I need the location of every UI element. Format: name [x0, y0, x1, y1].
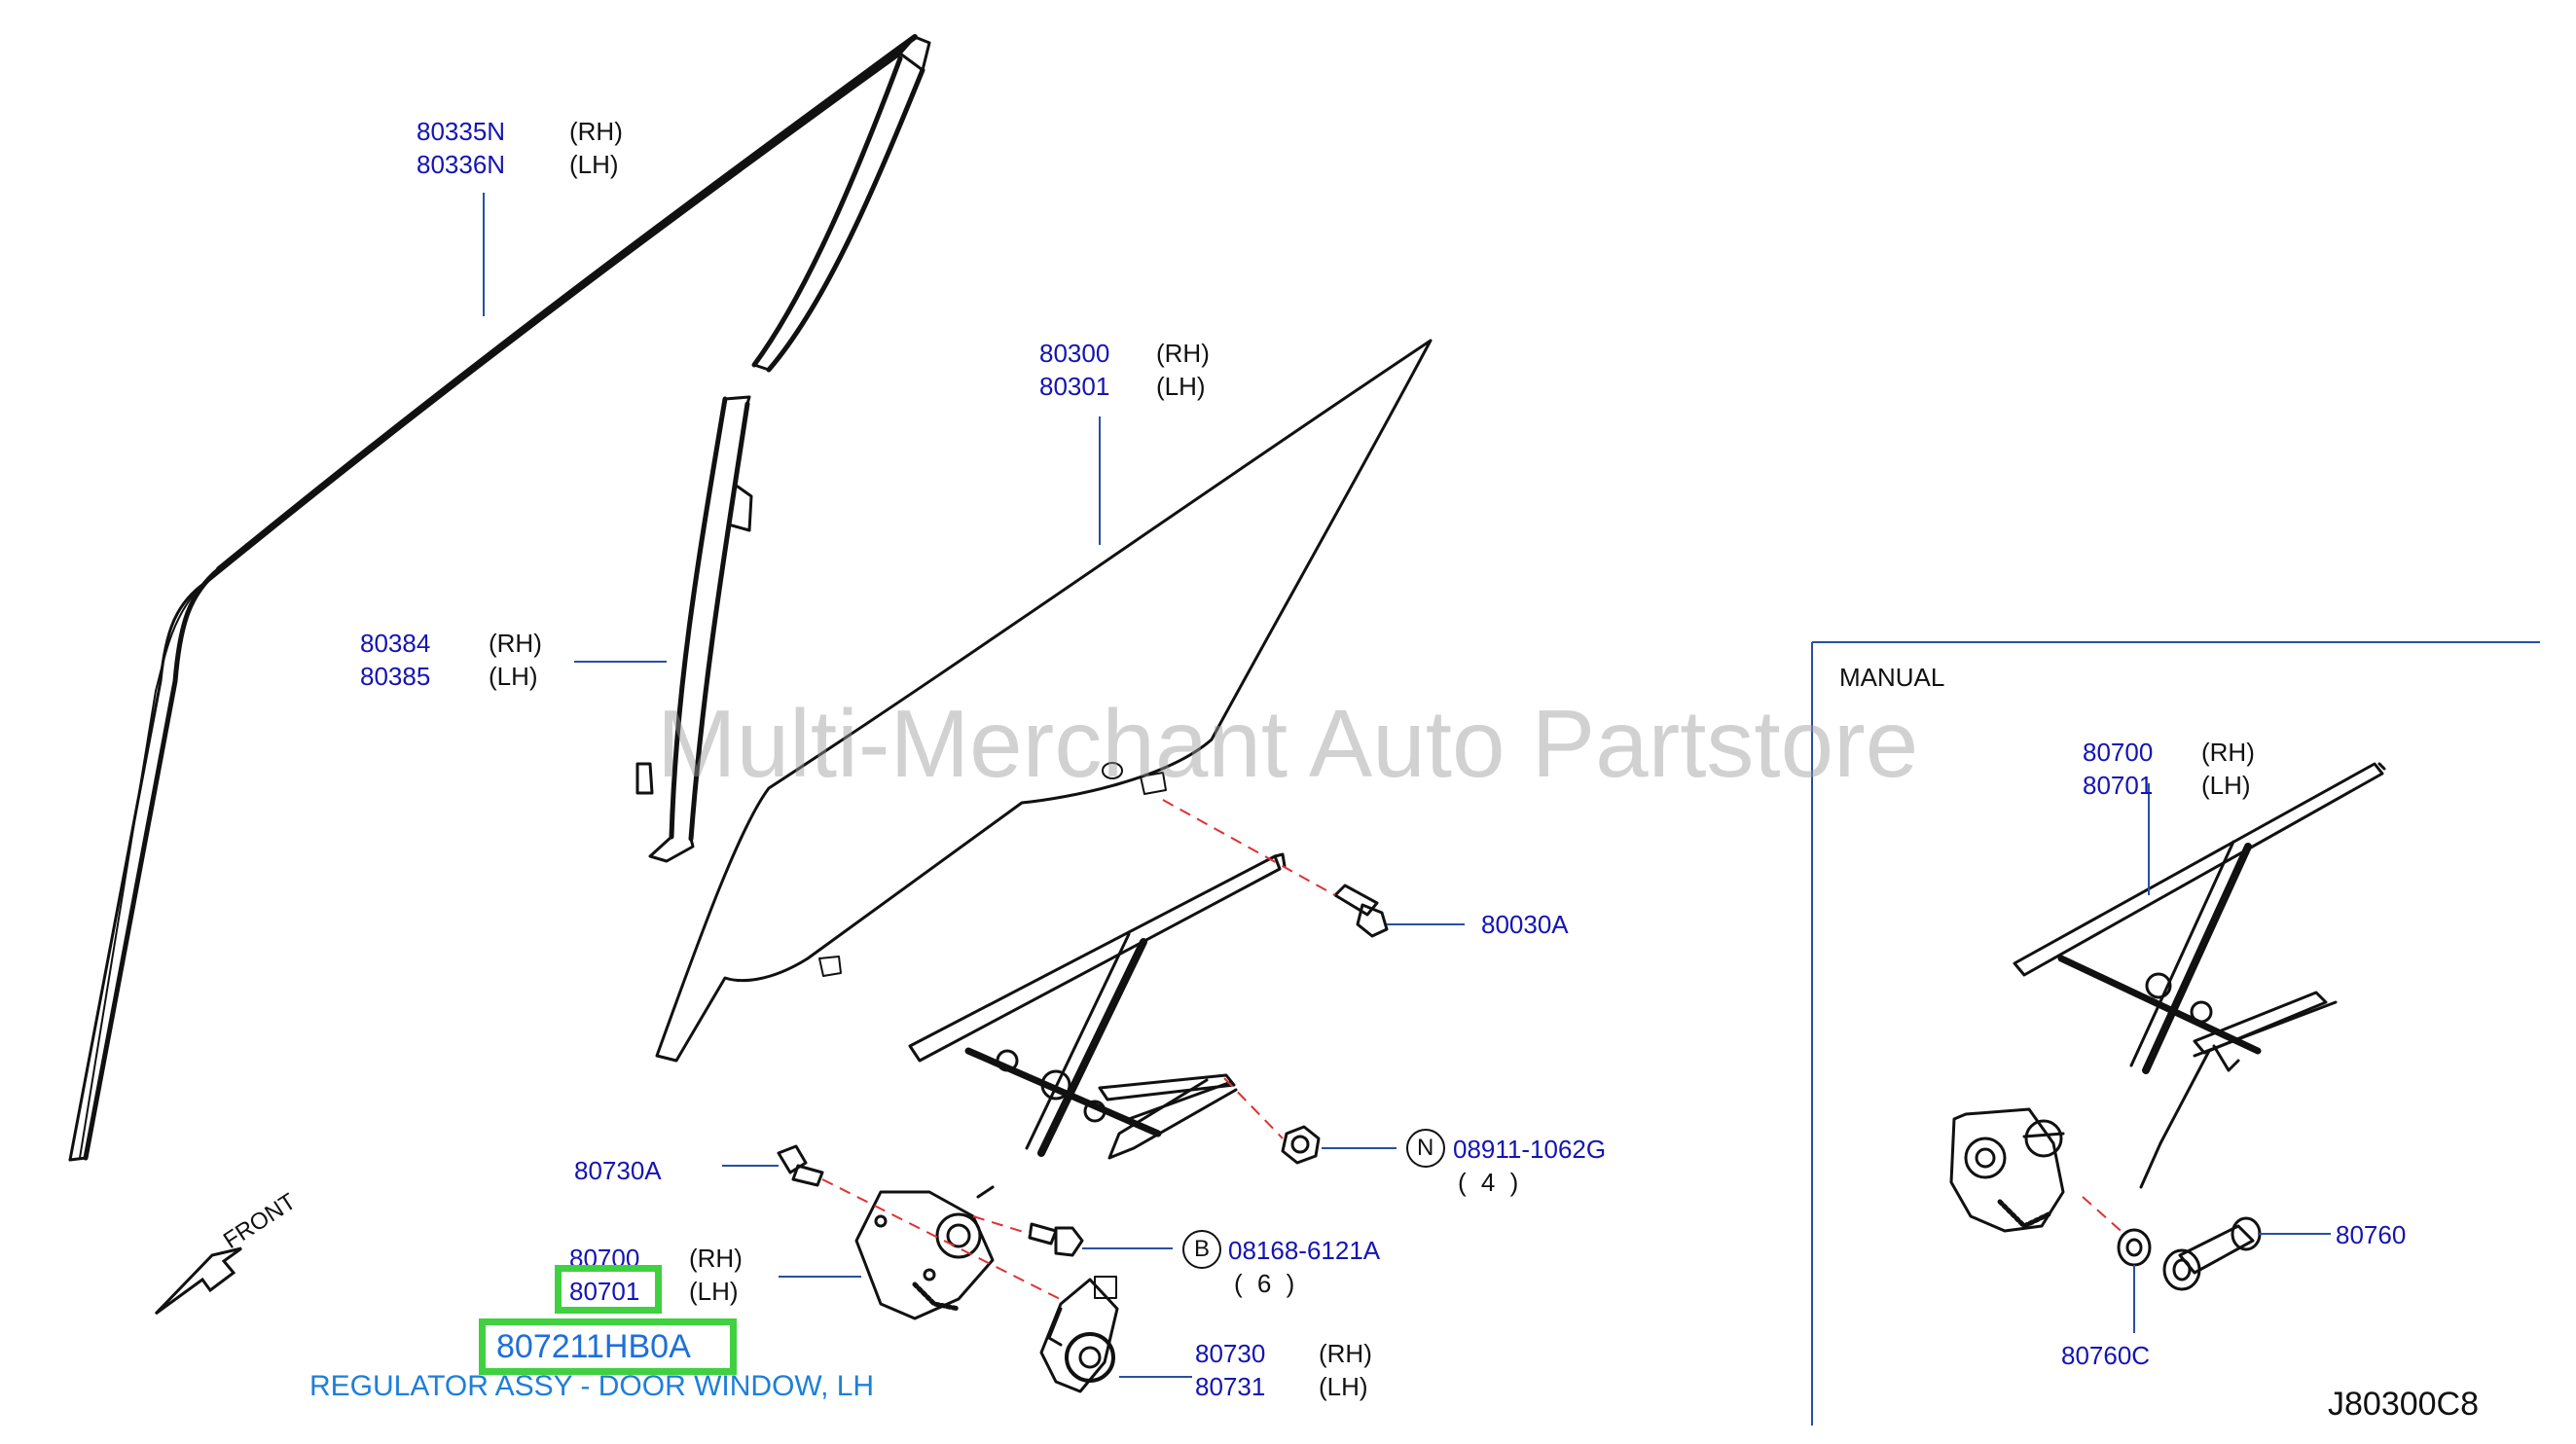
side-lh: (LH) [2201, 771, 2251, 800]
part-80384[interactable]: 80384 [360, 629, 431, 658]
highlight-box-80701 [555, 1265, 662, 1314]
qty-6: ( 6 ) [1234, 1269, 1299, 1298]
window-handle [2162, 1216, 2262, 1291]
manual-frame [1811, 641, 2540, 1426]
glass-run-channel [635, 395, 753, 863]
part-80336N[interactable]: 80336N [417, 150, 506, 179]
badge-n-circle [1406, 1129, 1445, 1168]
door-sash-moulding [68, 34, 931, 1162]
part-80730[interactable]: 80730 [1195, 1339, 1266, 1368]
side-lh: (LH) [569, 150, 619, 179]
part-80730A[interactable]: 80730A [574, 1156, 662, 1185]
part-80030A[interactable]: 80030A [1481, 910, 1569, 939]
part-80731[interactable]: 80731 [1195, 1372, 1266, 1401]
highlight-part-number[interactable]: 807211HB0A [496, 1328, 691, 1365]
part-80385[interactable]: 80385 [360, 662, 431, 691]
side-rh: (RH) [1319, 1339, 1372, 1368]
badge-b-circle [1182, 1230, 1221, 1269]
side-rh: (RH) [1156, 339, 1210, 368]
part-80760[interactable]: 80760 [2336, 1220, 2407, 1249]
manual-part-80700[interactable]: 80700 [2083, 738, 2154, 767]
side-rh: (RH) [689, 1244, 743, 1273]
leader-lines [483, 193, 2331, 1378]
regulator-motor [1039, 1276, 1119, 1393]
manual-part-80701[interactable]: 80701 [2083, 771, 2154, 800]
bolt-80030A [1333, 884, 1389, 938]
handle-washer [2117, 1228, 2152, 1267]
part-80760C[interactable]: 80760C [2061, 1341, 2151, 1370]
side-lh: (LH) [689, 1277, 739, 1306]
part-80300[interactable]: 80300 [1039, 339, 1110, 368]
bolt-80730A [777, 1144, 824, 1187]
side-rh: (RH) [2201, 738, 2255, 767]
watermark: Multi-Merchant Auto Partstore [657, 690, 1919, 797]
bolt-08168 [1028, 1222, 1084, 1257]
part-08911-1062G[interactable]: 08911-1062G [1453, 1135, 1607, 1164]
manual-regulator-assy [1949, 762, 2386, 1233]
part-80701[interactable]: 80701 [569, 1277, 640, 1306]
side-rh: (RH) [489, 629, 542, 658]
nut-08911 [1281, 1125, 1321, 1165]
qty-4: ( 4 ) [1458, 1168, 1523, 1197]
side-rh: (RH) [569, 117, 623, 146]
badge-n-label: N [1417, 1135, 1434, 1161]
part-80301[interactable]: 80301 [1039, 372, 1110, 401]
door-window-glass [655, 339, 1433, 1063]
part-08168-6121A[interactable]: 08168-6121A [1228, 1236, 1381, 1265]
side-lh: (LH) [1319, 1372, 1368, 1401]
highlight-box-part [479, 1318, 737, 1375]
front-arrow-icon [154, 1246, 242, 1316]
power-regulator-assy [854, 852, 1287, 1320]
diagram-code: J80300C8 [2328, 1386, 2480, 1423]
badge-b-label: B [1194, 1236, 1211, 1262]
side-lh: (LH) [489, 662, 538, 691]
side-lh: (LH) [1156, 372, 1206, 401]
assembly-lines [821, 799, 2127, 1303]
part-80335N[interactable]: 80335N [417, 117, 506, 146]
highlight-description: REGULATOR ASSY - DOOR WINDOW, LH [309, 1370, 875, 1402]
manual-section-label: MANUAL [1839, 663, 1945, 692]
